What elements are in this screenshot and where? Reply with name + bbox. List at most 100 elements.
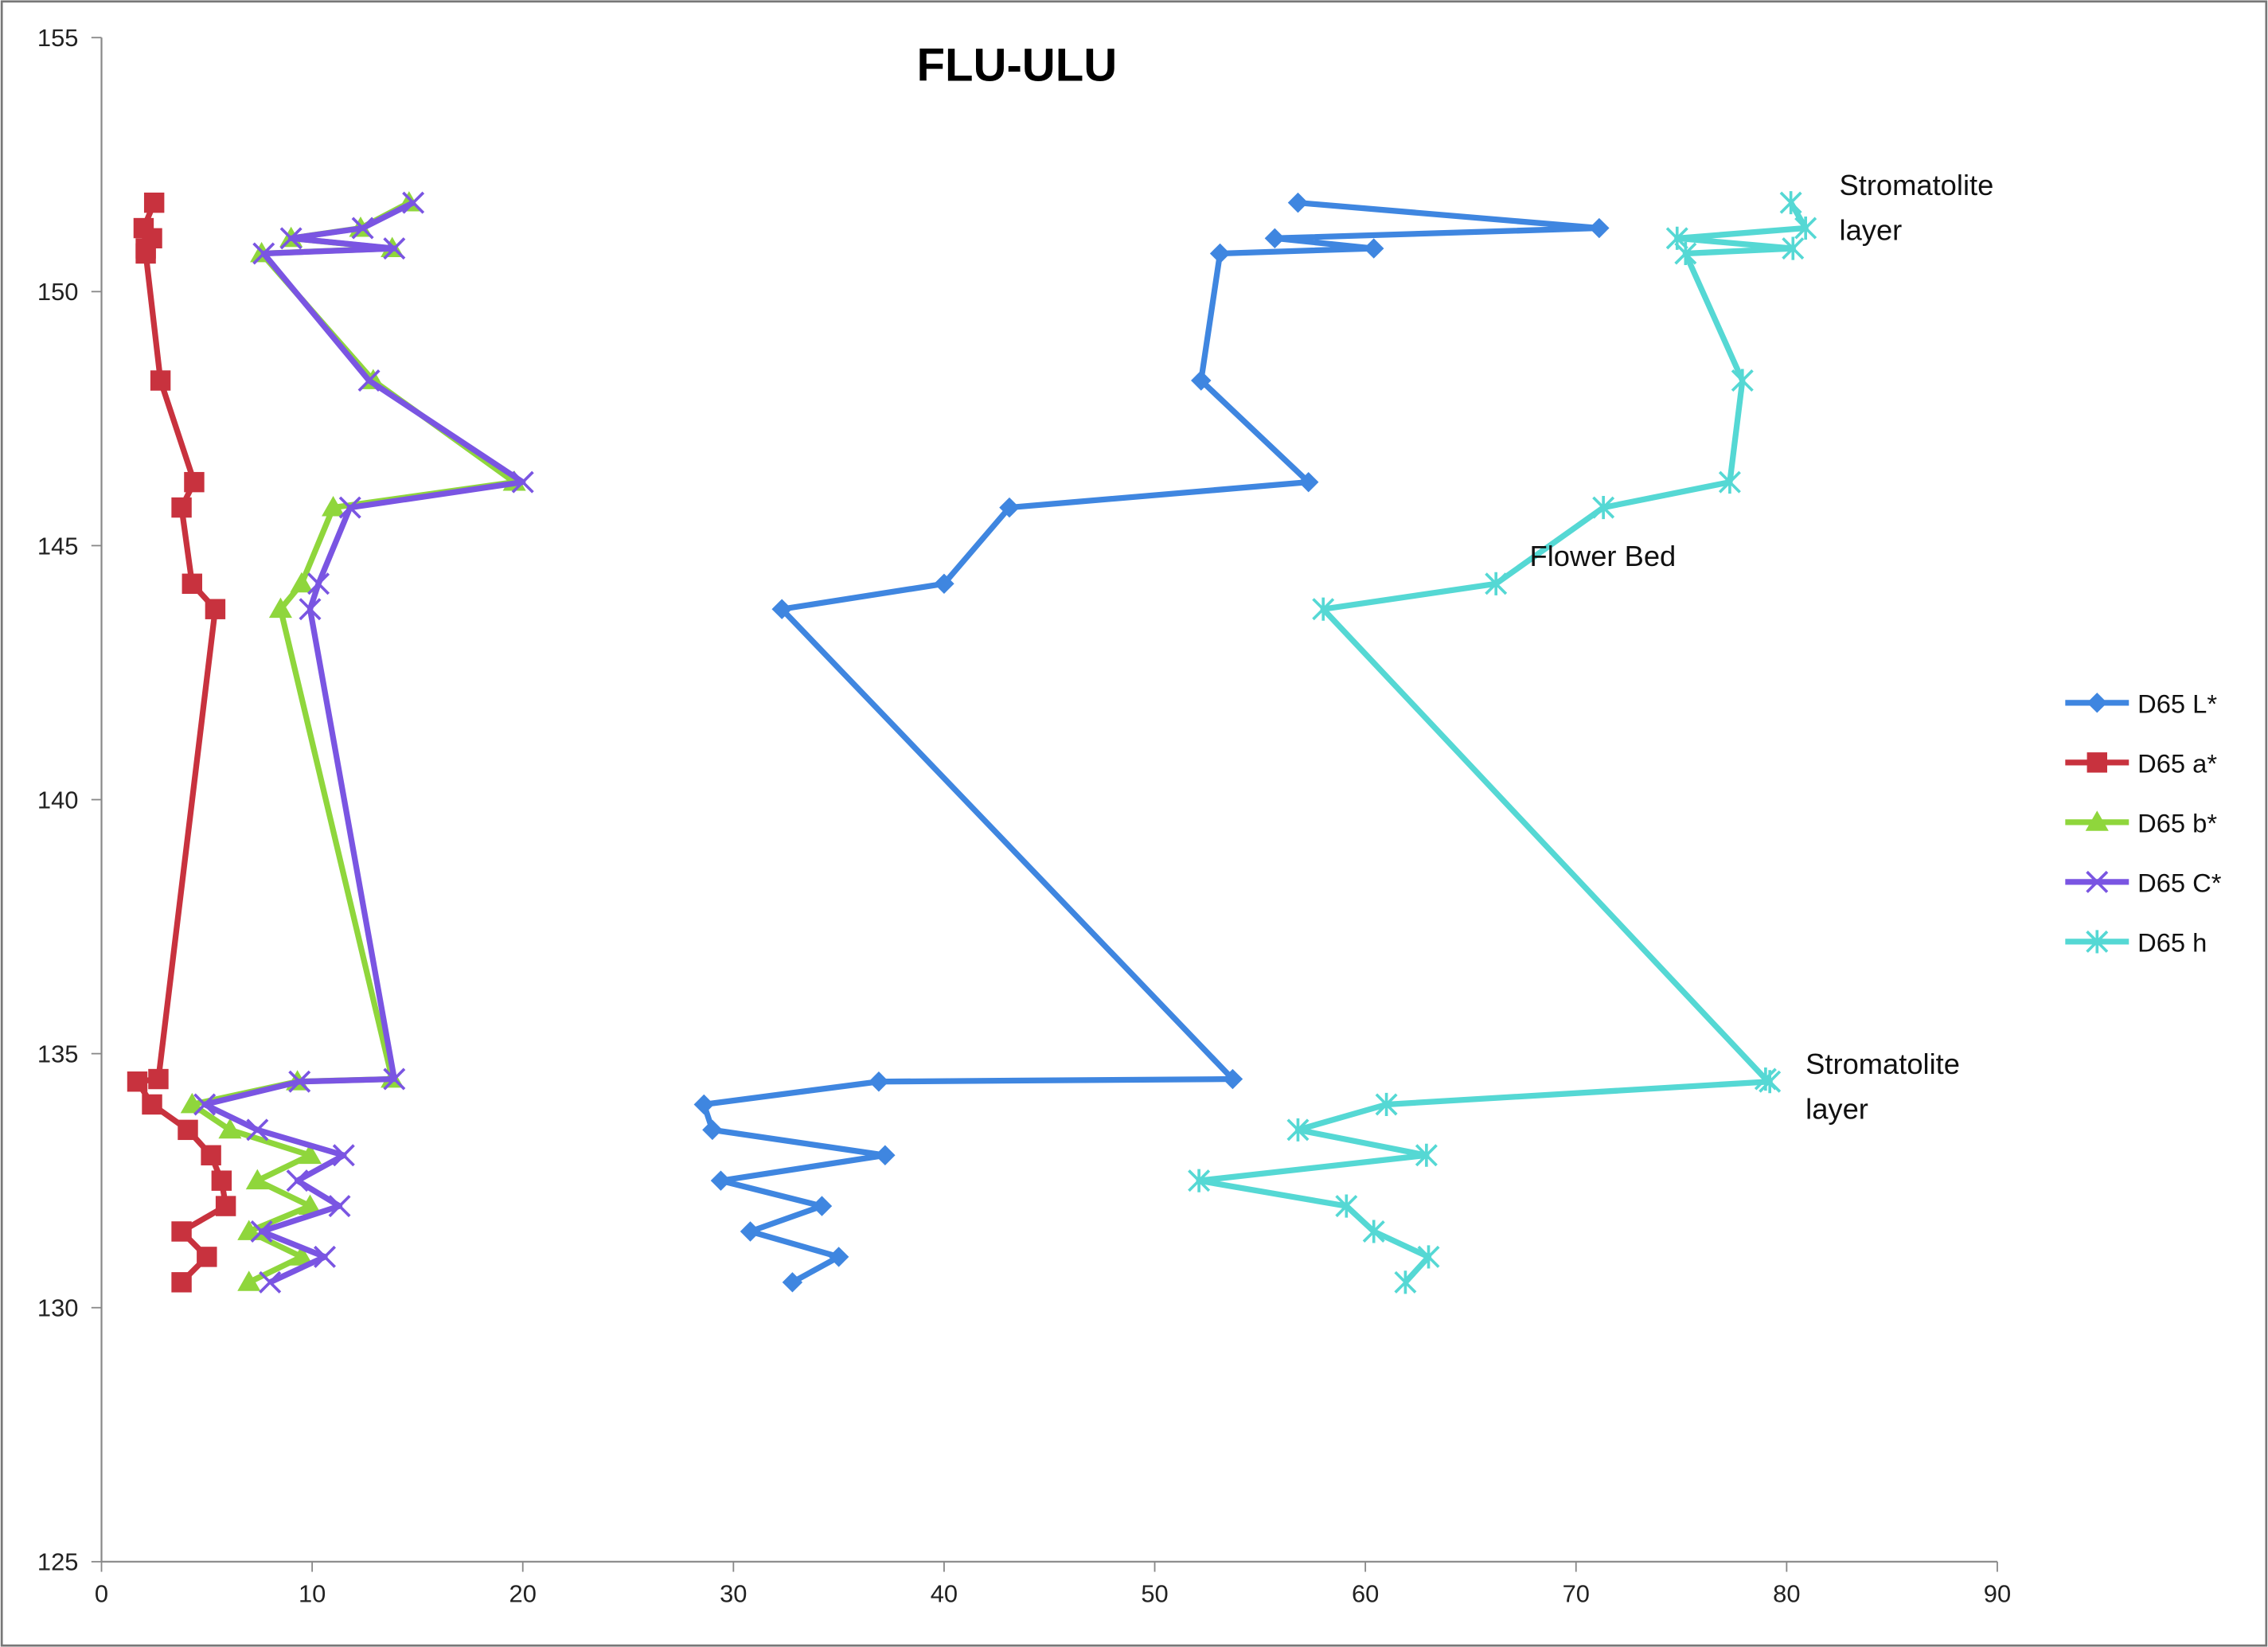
legend-item: D65 C* xyxy=(2065,868,2222,898)
data-point xyxy=(1209,243,1231,264)
legend-marker xyxy=(2085,810,2109,831)
data-point xyxy=(246,1118,269,1142)
x-tick-label: 10 xyxy=(299,1580,326,1608)
data-point xyxy=(338,496,361,519)
data-point xyxy=(1759,1070,1782,1094)
y-tick-label: 125 xyxy=(37,1548,79,1576)
data-point xyxy=(771,599,792,619)
data-point xyxy=(218,1118,242,1139)
data-point xyxy=(299,598,322,621)
data-point xyxy=(710,1170,732,1191)
data-point xyxy=(1312,597,1335,621)
data-point xyxy=(693,1094,714,1115)
data-point xyxy=(245,1169,269,1190)
legend-label: D65 b* xyxy=(2137,809,2217,838)
legend-marker xyxy=(2086,930,2109,954)
y-tick-label: 155 xyxy=(37,24,79,52)
data-point xyxy=(211,1170,232,1191)
data-point xyxy=(1794,217,1817,240)
series-d65-a- xyxy=(127,192,236,1293)
data-point xyxy=(184,471,205,493)
data-point xyxy=(313,1245,336,1268)
x-tick-label: 80 xyxy=(1773,1580,1800,1608)
data-point xyxy=(1287,192,1309,213)
x-tick-label: 50 xyxy=(1141,1580,1168,1608)
legend-label: D65 a* xyxy=(2137,749,2217,779)
data-point xyxy=(1485,572,1508,595)
data-point xyxy=(740,1221,761,1242)
annotation-text: layer xyxy=(1805,1092,1868,1125)
data-point xyxy=(1415,1143,1438,1167)
annotation-text: Stromatolite xyxy=(1840,169,1994,201)
data-point xyxy=(307,572,330,595)
data-point xyxy=(193,1093,217,1116)
data-point xyxy=(1335,1194,1358,1218)
data-point xyxy=(197,1247,217,1267)
data-point xyxy=(286,1169,309,1192)
legend: D65 L* D65 a* D65 b* D65 C* D65 h xyxy=(2065,689,2222,958)
data-point xyxy=(869,1071,889,1092)
data-point xyxy=(150,370,171,391)
series-line xyxy=(201,200,526,1286)
x-tick-label: 30 xyxy=(720,1580,747,1608)
chart-title: FLU-ULU xyxy=(916,40,1117,92)
data-point xyxy=(1674,241,1697,265)
data-point xyxy=(702,1119,723,1141)
data-point xyxy=(268,597,292,619)
data-point xyxy=(178,1119,198,1141)
data-point xyxy=(288,1070,311,1093)
data-point xyxy=(1779,191,1802,215)
data-point xyxy=(322,496,345,517)
data-point xyxy=(1592,496,1615,520)
data-point xyxy=(357,369,381,392)
plot-area xyxy=(127,191,1817,1294)
data-point xyxy=(182,573,203,595)
data-point xyxy=(1222,1068,1243,1090)
data-point xyxy=(298,1143,322,1165)
data-point xyxy=(1782,236,1805,260)
data-point xyxy=(290,572,314,593)
x-tick-label: 40 xyxy=(931,1580,958,1608)
series-line xyxy=(1196,201,1809,1285)
data-point xyxy=(171,1272,192,1293)
x-tick-label: 70 xyxy=(1563,1580,1590,1608)
data-point xyxy=(402,191,425,214)
data-point xyxy=(1362,1220,1385,1243)
legend-item: D65 h xyxy=(2065,928,2207,958)
legend-marker xyxy=(2086,870,2109,893)
legend-marker xyxy=(2086,693,2108,713)
data-point xyxy=(135,243,156,264)
data-point xyxy=(205,599,226,619)
data-point xyxy=(1188,1169,1211,1192)
y-tick-label: 140 xyxy=(37,786,79,814)
legend-marker xyxy=(2086,752,2108,773)
legend-item: D65 L* xyxy=(2065,689,2217,719)
data-point xyxy=(252,242,275,265)
data-point xyxy=(828,1247,849,1267)
x-tick-label: 90 xyxy=(1984,1580,2011,1608)
data-point xyxy=(142,1094,162,1115)
x-tick-label: 0 xyxy=(95,1580,108,1608)
series-d65-h xyxy=(1188,191,1817,1294)
data-point xyxy=(383,1067,406,1091)
data-point xyxy=(279,227,303,250)
data-point xyxy=(127,1071,148,1092)
annotation-text: layer xyxy=(1840,213,1903,246)
x-tick-label: 60 xyxy=(1352,1580,1379,1608)
data-point xyxy=(1417,1245,1440,1269)
data-point xyxy=(237,1270,261,1291)
data-point xyxy=(332,1144,355,1167)
data-point xyxy=(171,1221,192,1242)
data-point xyxy=(1718,470,1741,494)
legend-label: D65 C* xyxy=(2137,868,2222,898)
y-tick-label: 150 xyxy=(37,278,79,306)
y-tick-label: 145 xyxy=(37,532,79,560)
y-tick-label: 135 xyxy=(37,1040,79,1068)
series-d65-c- xyxy=(193,191,534,1294)
data-point xyxy=(1298,471,1319,493)
series-d65-l- xyxy=(693,192,1610,1293)
data-point xyxy=(215,1196,236,1216)
data-point xyxy=(1264,228,1286,249)
annotation-text: Flower Bed xyxy=(1530,540,1677,572)
